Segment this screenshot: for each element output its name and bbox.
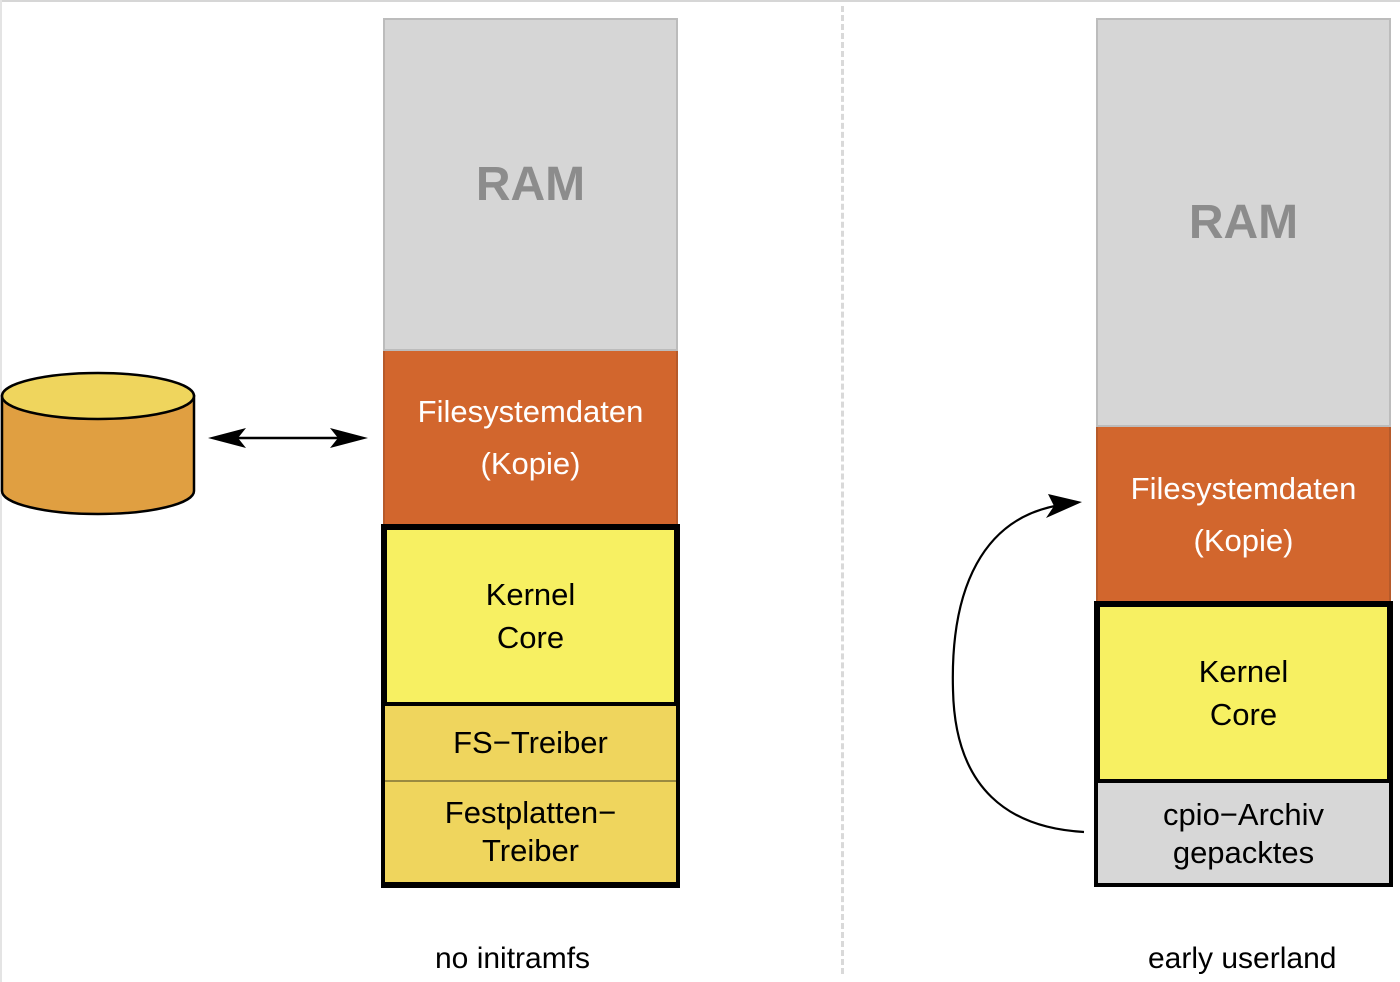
left-fs-driver-label: FS−Treiber bbox=[453, 725, 608, 760]
right-caption: early userland bbox=[1148, 942, 1337, 975]
double-arrow bbox=[208, 428, 368, 448]
left-fs-driver-block: FS−Treiber bbox=[382, 706, 679, 782]
frame-top-border bbox=[0, 0, 1400, 2]
disk-icon bbox=[0, 371, 196, 516]
left-ram-block: RAM bbox=[383, 18, 678, 351]
right-filesystem-block: Filesystemdaten (Kopie) bbox=[1096, 427, 1391, 603]
left-ram-label: RAM bbox=[475, 158, 586, 211]
disk-icon-body bbox=[0, 394, 196, 516]
right-filesystem-label: Filesystemdaten bbox=[1130, 471, 1357, 506]
right-cpio-sublabel: gepacktes bbox=[1172, 835, 1315, 870]
right-filesystem-sublabel: (Kopie) bbox=[1193, 523, 1294, 558]
right-cpio-label: cpio−Archiv bbox=[1162, 797, 1325, 832]
unpack-arrow bbox=[951, 494, 1085, 834]
left-disk-driver-sublabel: Treiber bbox=[481, 833, 580, 868]
left-caption: no initramfs bbox=[435, 942, 591, 975]
left-disk-driver-label: Festplatten− bbox=[444, 795, 617, 830]
unpack-arrow-head bbox=[1046, 494, 1082, 518]
double-arrow-left-head bbox=[208, 428, 246, 448]
left-kernel-label: Kernel bbox=[485, 577, 576, 612]
right-kernel-sublabel: Core bbox=[1209, 697, 1278, 732]
right-cpio-block: cpio−Archiv gepacktes bbox=[1096, 783, 1391, 885]
right-ram-block: RAM bbox=[1096, 18, 1391, 427]
left-kernel-sublabel: Core bbox=[496, 620, 565, 655]
left-filesystem-label: Filesystemdaten bbox=[417, 394, 644, 429]
left-filesystem-sublabel: (Kopie) bbox=[480, 446, 581, 481]
double-arrow-right-head bbox=[330, 428, 368, 448]
panel-divider bbox=[841, 6, 844, 974]
disk-icon-top bbox=[0, 371, 196, 421]
left-filesystem-block: Filesystemdaten (Kopie) bbox=[383, 351, 678, 525]
right-ram-label: RAM bbox=[1188, 196, 1299, 249]
right-kernel-label: Kernel bbox=[1198, 654, 1289, 689]
